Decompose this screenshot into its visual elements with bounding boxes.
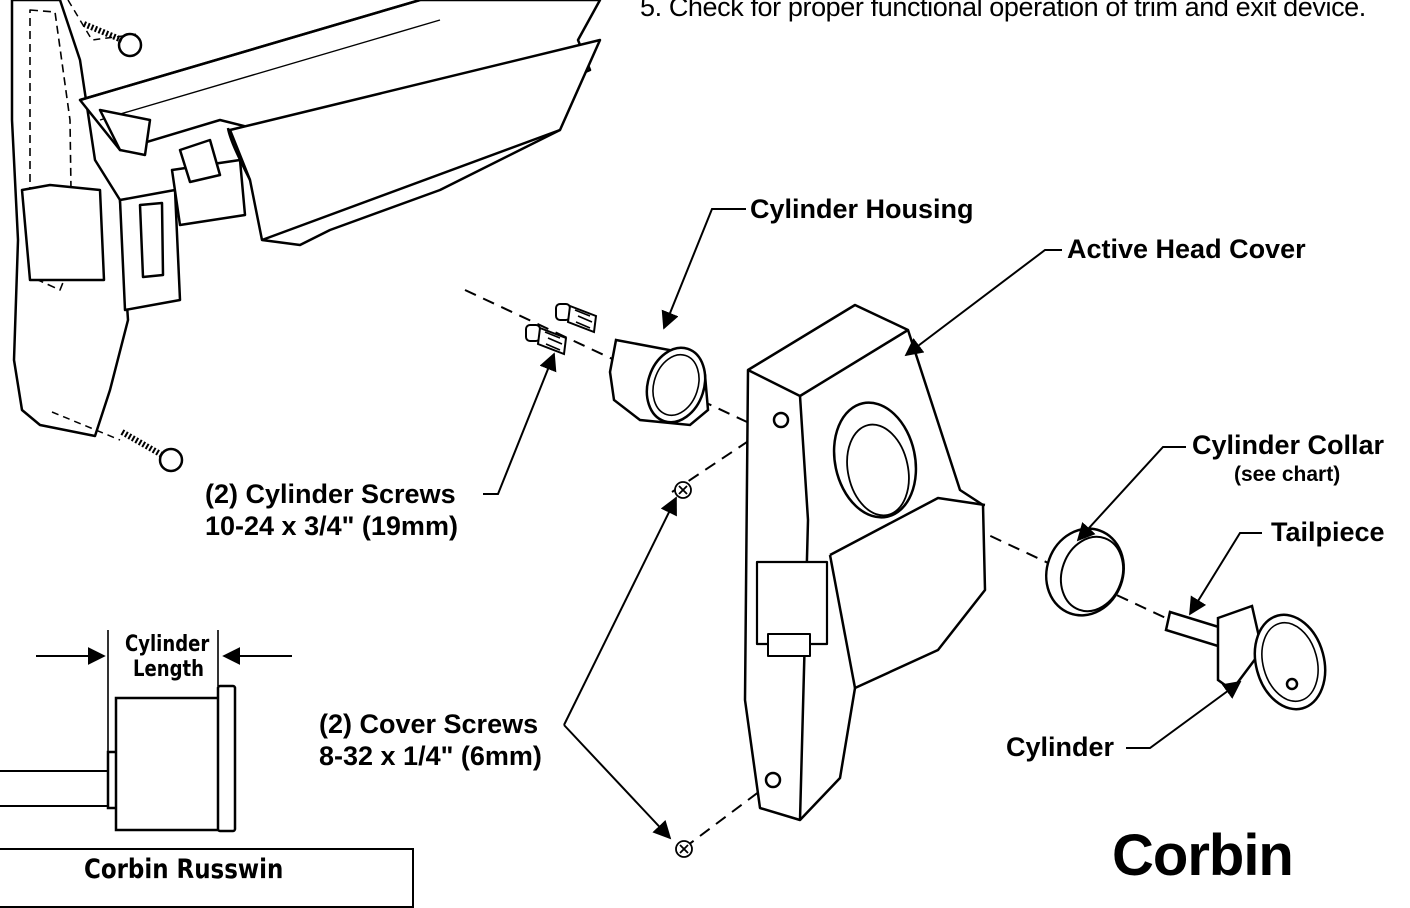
exit-device-drawing bbox=[10, 0, 602, 473]
label-see-chart: (see chart) bbox=[1234, 463, 1341, 486]
label-cover-screws-spec: 8-32 x 1/4" (6mm) bbox=[319, 741, 542, 771]
instruction-step-5: 5. Check for proper functional operation… bbox=[640, 0, 1366, 22]
leader-arrows bbox=[483, 208, 1262, 840]
label-cylinder: Cylinder bbox=[1006, 732, 1115, 762]
brand-title-box: Corbin Russwin bbox=[0, 848, 414, 908]
label-cylinder-collar: Cylinder Collar bbox=[1192, 430, 1385, 460]
cylinder-collar-drawing bbox=[1045, 527, 1125, 617]
label-cylinder-screws: (2) Cylinder Screws bbox=[205, 479, 456, 509]
label-active-head-cover: Active Head Cover bbox=[1067, 234, 1306, 264]
active-head-cover-drawing bbox=[743, 303, 987, 822]
label-cylinder-housing: Cylinder Housing bbox=[750, 194, 974, 224]
cover-screws-drawing bbox=[674, 481, 693, 858]
detail-label-cylinder: Cylinder bbox=[125, 632, 210, 657]
brand-title: Corbin Russwin bbox=[84, 854, 284, 885]
cylinder-screws-drawing bbox=[525, 303, 598, 356]
cylinder-housing-drawing bbox=[608, 338, 710, 427]
cylinder-drawing bbox=[1164, 604, 1327, 711]
exploded-assembly-drawing bbox=[0, 0, 1327, 858]
corbin-logo: Corbin bbox=[1112, 823, 1294, 888]
label-tailpiece: Tailpiece bbox=[1271, 517, 1385, 547]
cylinder-length-detail bbox=[0, 630, 292, 833]
label-cylinder-screws-spec: 10-24 x 3/4" (19mm) bbox=[205, 511, 458, 541]
detail-label-length: Length bbox=[133, 657, 204, 682]
label-cover-screws: (2) Cover Screws bbox=[319, 709, 539, 739]
